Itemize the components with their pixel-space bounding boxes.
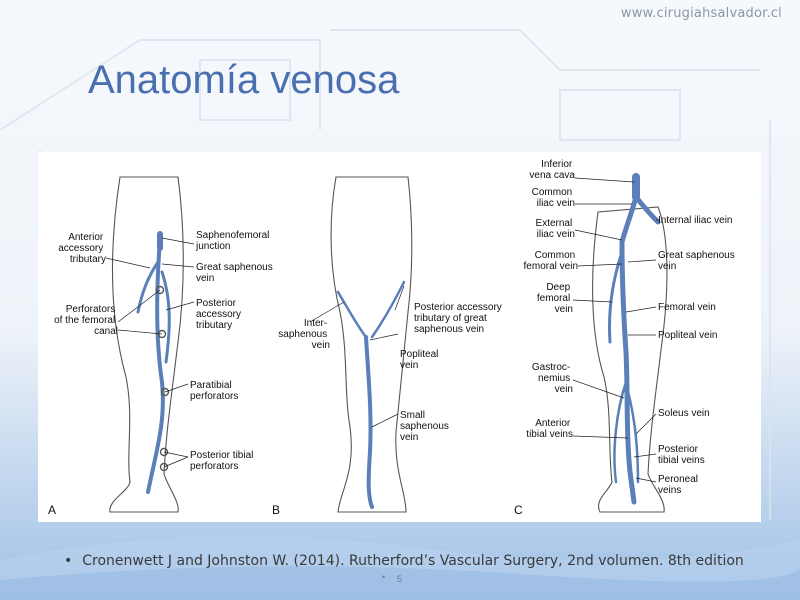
label-great-saphenous-vein-a: Great saphenous vein — [196, 262, 276, 284]
label-common-femoral-vein: Common femoral vein — [524, 250, 578, 272]
label-gastrocnemius-vein: Gastroc- nemius vein — [532, 362, 573, 395]
veins-a-outline — [155, 285, 170, 472]
citation-bullet: • — [64, 553, 73, 569]
label-peroneal-veins: Peroneal veins — [658, 474, 701, 496]
leg-outline-c — [592, 206, 668, 513]
label-posterior-tibial-perforators: Posterior tibial perforators — [190, 450, 256, 472]
label-femoral-vein: Femoral vein — [658, 302, 716, 313]
panel-letter-b: B — [272, 503, 280, 517]
anatomy-figure: A B C — [38, 152, 761, 522]
label-great-saphenous-vein-c: Great saphenous vein — [658, 250, 738, 272]
veins-c — [608, 173, 661, 505]
label-saphenofemoral-junction: Saphenofemoral junction — [195, 230, 272, 252]
label-perforators-femoral-canal: Perforators of the femoral canal — [54, 304, 118, 337]
label-posterior-accessory-tributary-gsv: Posterior accessory tributary of great s… — [414, 302, 505, 335]
label-posterior-accessory-tributary: Posterior accessory tributary — [196, 298, 244, 331]
label-common-iliac-vein: Common iliac vein — [532, 187, 575, 209]
citation-text: Cronenwett J and Johnston W. (2014). Rut… — [82, 553, 744, 569]
label-soleus-vein: Soleus vein — [658, 408, 710, 419]
label-small-saphenous-vein: Small saphenous vein — [400, 410, 452, 443]
label-popliteal-vein-c: Popliteal vein — [658, 330, 717, 341]
panel-letter-c: C — [514, 503, 523, 517]
label-intersaphenous-vein: Inter- saphenous vein — [278, 318, 330, 351]
label-anterior-accessory-tributary: Anterior accessory tributary — [58, 232, 106, 265]
panel-letter-a: A — [48, 503, 56, 517]
label-anterior-tibial-veins: Anterior tibial veins — [526, 418, 573, 440]
label-deep-femoral-vein: Deep femoral vein — [537, 282, 573, 315]
leader-lines — [105, 177, 660, 483]
slide-title: Anatomía venosa — [88, 58, 400, 102]
label-popliteal-vein-b: Popliteal vein — [400, 349, 441, 371]
label-external-iliac-vein: External iliac vein — [536, 218, 575, 240]
citation: • Cronenwett J and Johnston W. (2014). Ru… — [64, 553, 744, 569]
page-bullet: • — [382, 572, 386, 582]
page-number: 5 — [397, 574, 403, 584]
website-url: www.cirugiahsalvador.cl — [620, 6, 782, 21]
label-paratibial-perforators: Paratibial perforators — [190, 380, 238, 402]
leg-outline-a — [109, 176, 184, 513]
label-posterior-tibial-veins: Posterior tibial veins — [658, 444, 705, 466]
label-internal-iliac-vein: Internal iliac vein — [658, 215, 732, 226]
label-inferior-vena-cava: Inferior vena cava — [529, 159, 575, 181]
veins-b — [336, 280, 406, 509]
leg-outline-b — [330, 176, 413, 513]
veins-a — [136, 231, 171, 494]
